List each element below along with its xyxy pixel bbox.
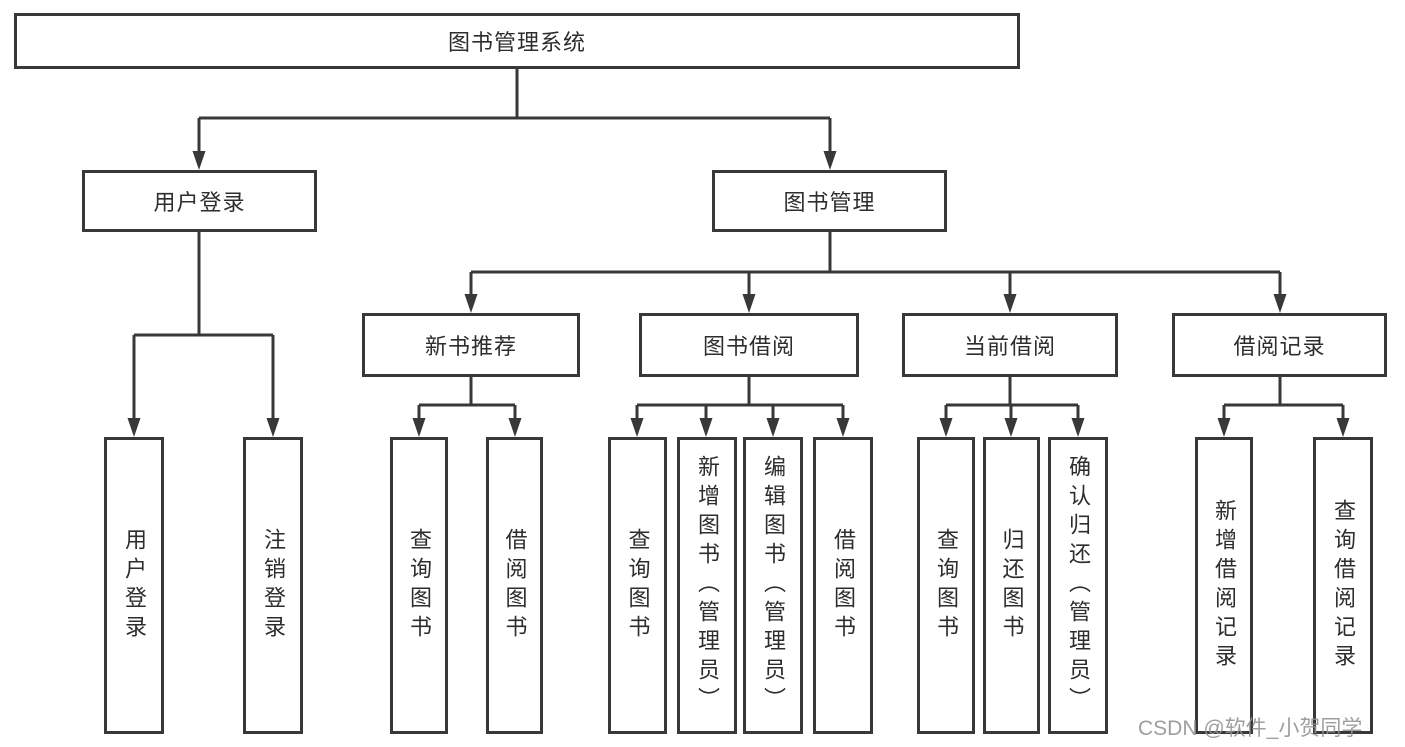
node-borrow-records-label: 借阅记录: [1233, 334, 1326, 359]
leaf-bb-borrow-books-label: 借阅图书: [831, 527, 856, 644]
leaf-cb-query-books-label: 查询图书: [934, 527, 959, 644]
leaf-cb-return-books: 归还图书: [983, 437, 1040, 734]
leaf-cb-query-books: 查询图书: [917, 437, 975, 734]
leaf-br-add-record-label: 新增借阅记录: [1212, 498, 1237, 673]
leaf-bb-edit-books-label: 编辑图书（管理员）: [761, 455, 786, 716]
leaf-user-login-label: 用户登录: [122, 527, 147, 644]
leaf-bb-add-books-label: 新增图书（管理员）: [695, 455, 720, 716]
leaf-cb-confirm-return-label: 确认归还（管理员）: [1066, 455, 1091, 716]
node-book-management-label: 图书管理: [783, 190, 876, 215]
leaf-cb-return-books-label: 归还图书: [999, 527, 1025, 644]
leaf-rec-query-books: 查询图书: [390, 437, 448, 734]
node-book-borrow-label: 图书借阅: [702, 334, 795, 359]
leaf-bb-add-books: 新增图书（管理员）: [677, 437, 737, 734]
leaf-br-add-record: 新增借阅记录: [1195, 437, 1253, 734]
leaf-bb-query-books: 查询图书: [608, 437, 667, 734]
leaf-rec-borrow-books: 借阅图书: [486, 437, 543, 734]
node-book-management: 图书管理: [712, 170, 947, 232]
leaf-bb-query-books-label: 查询图书: [625, 527, 651, 644]
node-new-book-recommend: 新书推荐: [362, 313, 580, 377]
node-root-system: 图书管理系统: [14, 13, 1020, 69]
node-current-borrow-label: 当前借阅: [963, 334, 1056, 359]
leaf-logout-label: 注销登录: [261, 527, 286, 644]
arrowheads: [127, 151, 1350, 437]
leaf-rec-query-books-label: 查询图书: [407, 527, 432, 644]
leaf-br-query-record-label: 查询借阅记录: [1331, 498, 1356, 673]
leaf-logout: 注销登录: [243, 437, 303, 734]
node-user-login-label: 用户登录: [153, 190, 246, 215]
node-current-borrow: 当前借阅: [902, 313, 1118, 377]
node-user-login: 用户登录: [82, 170, 317, 232]
leaf-cb-confirm-return: 确认归还（管理员）: [1048, 437, 1108, 734]
csdn-watermark: CSDN @软件_小贺同学: [1138, 717, 1363, 740]
node-new-book-recommend-label: 新书推荐: [424, 334, 517, 359]
leaf-br-query-record: 查询借阅记录: [1313, 437, 1373, 734]
leaf-rec-borrow-books-label: 借阅图书: [502, 527, 528, 644]
leaf-user-login: 用户登录: [104, 437, 164, 734]
leaf-bb-edit-books: 编辑图书（管理员）: [743, 437, 803, 734]
node-root-label: 图书管理系统: [447, 30, 586, 55]
leaf-bb-borrow-books: 借阅图书: [813, 437, 873, 734]
node-borrow-records: 借阅记录: [1172, 313, 1387, 377]
node-book-borrow: 图书借阅: [639, 313, 859, 377]
